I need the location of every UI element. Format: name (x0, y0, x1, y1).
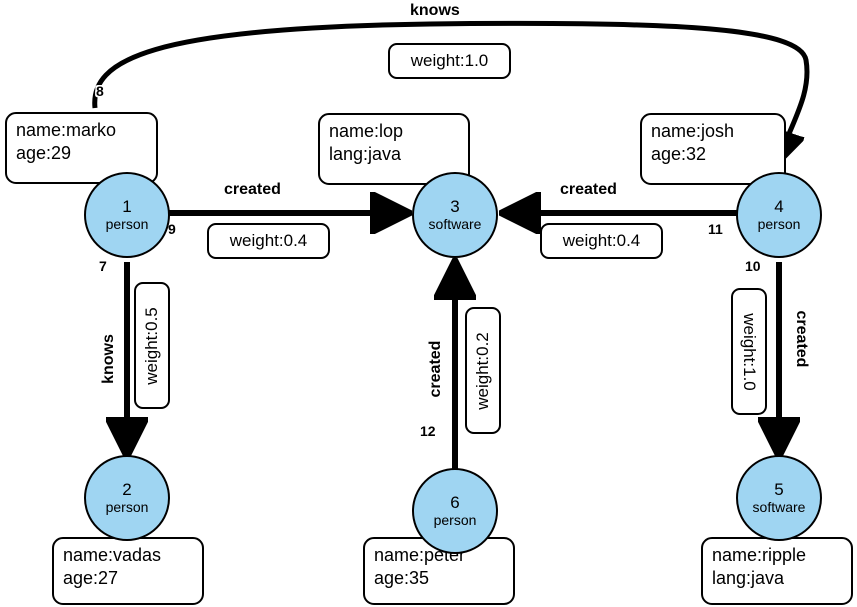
property-box-vertex-5: name:ripple lang:java (701, 537, 853, 605)
vertex-2-label: person (105, 498, 149, 515)
edge-id-12: 12 (420, 423, 436, 439)
edge-id-8: 8 (96, 83, 104, 99)
vertex-1-label: person (105, 215, 149, 232)
property-age-6: age:35 (374, 568, 430, 589)
property-age-4: age:32 (651, 144, 707, 165)
vertex-2-id: 2 (122, 480, 132, 500)
property-age-1: age:29 (16, 143, 72, 164)
edge-weight-box-7: weight:0.5 (134, 282, 170, 409)
edge-label-created-12: created (427, 340, 444, 398)
property-box-vertex-2: name:vadas age:27 (52, 537, 204, 605)
edge-weight-text-10: weight:1.0 (740, 312, 759, 391)
edge-weight-box-8: weight:1.0 (388, 43, 511, 79)
edge-id-10: 10 (745, 258, 761, 274)
vertex-3-label: software (428, 215, 482, 232)
vertex-3[interactable]: 3 software (412, 172, 498, 258)
vertex-6-label: person (433, 511, 477, 528)
edge-label-knows-7: knows (100, 334, 117, 384)
edge-weight-box-11: weight:0.4 (540, 223, 663, 259)
property-name-3: name:lop (329, 121, 404, 141)
edge-label-created-10: created (793, 310, 810, 368)
vertex-6-id: 6 (450, 493, 460, 513)
edge-id-7: 7 (99, 258, 107, 274)
edge-weight-text-7: weight:0.5 (142, 306, 161, 385)
vertex-5-label: software (752, 498, 806, 515)
edge-label-knows-8: knows (410, 2, 460, 19)
property-name-5: name:ripple (712, 545, 807, 565)
vertex-5-id: 5 (774, 480, 784, 500)
edge-weight-text-11: weight:0.4 (562, 231, 641, 250)
vertex-5[interactable]: 5 software (736, 455, 822, 541)
vertex-4[interactable]: 4 person (736, 172, 822, 258)
property-box-vertex-1: name:marko age:29 (5, 112, 158, 184)
edge-weight-box-12: weight:0.2 (465, 307, 501, 434)
edge-id-9: 9 (168, 221, 176, 237)
edge-weight-box-10: weight:1.0 (731, 288, 767, 415)
edge-weight-text-9: weight:0.4 (229, 231, 308, 250)
vertex-4-id: 4 (774, 197, 784, 217)
vertex-1-id: 1 (122, 197, 132, 217)
edge-8-path (92, 20, 810, 162)
vertex-1[interactable]: 1 person (84, 172, 170, 258)
property-name-2: name:vadas (63, 545, 162, 565)
property-box-vertex-4: name:josh age:32 (640, 113, 786, 185)
property-lang-3: lang:java (329, 144, 402, 165)
vertex-2[interactable]: 2 person (84, 455, 170, 541)
edge-weight-box-9: weight:0.4 (207, 223, 330, 259)
edge-weight-text-8: weight:1.0 (410, 51, 489, 70)
edge-label-created-11: created (560, 181, 617, 198)
property-name-1: name:marko (16, 120, 117, 140)
property-name-4: name:josh (651, 121, 735, 141)
edge-id-11: 11 (708, 221, 723, 237)
property-lang-5: lang:java (712, 568, 785, 589)
vertex-6[interactable]: 6 person (412, 468, 498, 554)
vertex-4-label: person (757, 215, 801, 232)
property-age-2: age:27 (63, 568, 119, 589)
vertex-3-id: 3 (450, 197, 460, 217)
edge-label-created-9: created (224, 181, 281, 198)
edge-weight-text-12: weight:0.2 (473, 331, 492, 410)
